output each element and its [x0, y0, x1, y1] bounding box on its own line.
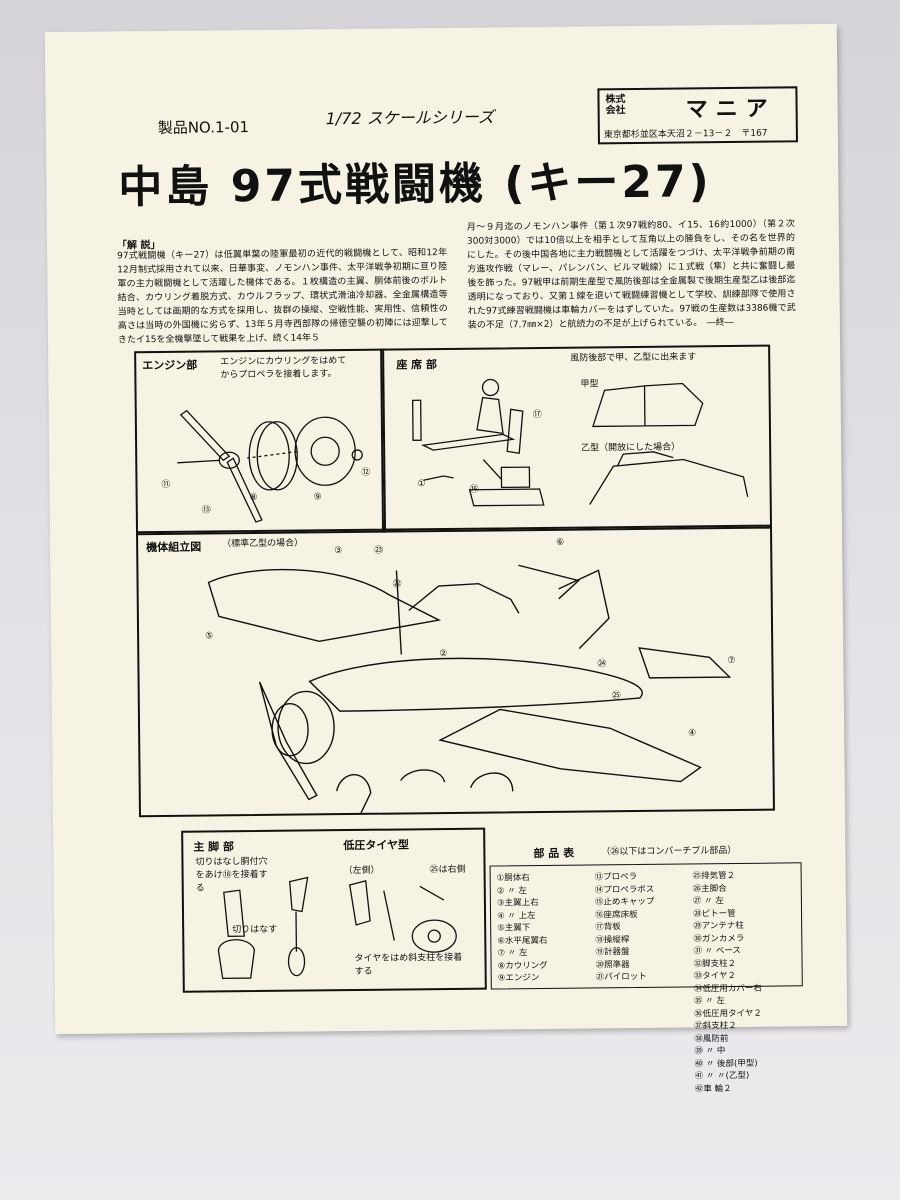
- callout-6: ⑥: [556, 537, 565, 548]
- engine-section: エンジン部 エンジンにカウリングをはめてからプロペラを接着します。 ⑪ ⑬ ⑧ …: [134, 348, 387, 536]
- parts-grid: ①胴体右 ⑬プロペラ ㉕排気管２ ② 〃 左 ⑭プロペラボス ㉖主脚合 ③主翼上右 ⑮止めキャ…: [497, 868, 793, 1096]
- parts-list-item: [596, 1007, 694, 1021]
- parts-list-item: [498, 1045, 596, 1059]
- seat-section: 座 席 部 風防後部で甲、乙型に出来ます 甲型 乙型（開放にした場合） ⑰ ⑯: [380, 344, 773, 533]
- series-label: 1/72 スケールシリーズ: [325, 107, 495, 129]
- parts-list-item: ①胴体右: [496, 873, 530, 884]
- callout-17: ⑰: [532, 409, 542, 421]
- maker-address: 東京都杉並区本天沼２－13－２ 〒167: [603, 128, 768, 141]
- parts-list-item: ㊱低圧用タイヤ２: [694, 1008, 762, 1019]
- aircraft-drawing: [207, 564, 732, 814]
- parts-list-item: ⑮止めキャップ: [594, 896, 655, 908]
- callout-16: ⑯: [469, 484, 479, 495]
- seat-drawing: [411, 378, 749, 507]
- parts-list-item: [596, 994, 694, 1008]
- parts-list-title: 部 品 表: [533, 846, 575, 861]
- page-title: 中島 97式戦闘機 (キー27): [118, 156, 712, 214]
- callout-5: ⑤: [205, 631, 214, 642]
- parts-list-item: ⑯座席床板: [594, 909, 638, 920]
- description-right: 月～９月迄のノモンハン事件（第１次97戦約80、イ15、16約1000）（第２次…: [466, 219, 796, 331]
- parts-list-item: ⑲計器盤: [595, 947, 630, 958]
- parts-list-item: ⑬プロペラ: [594, 872, 638, 883]
- parts-list-item: ㊴ 〃 中: [694, 1046, 726, 1057]
- callout-1: ①: [417, 479, 426, 490]
- parts-list-item: [499, 1058, 597, 1072]
- description-left: 97式戦闘機（キー27）は低翼単葉の陸軍最初の近代的戦闘機として、昭和12年12…: [117, 247, 448, 346]
- parts-list-item: ㉜脚支柱２: [693, 958, 737, 969]
- parts-list-item: [596, 1032, 694, 1046]
- callout-2: ②: [439, 648, 448, 660]
- parts-list-note: （㉖以下はコンバーチブル部品）: [601, 845, 737, 858]
- callout-24: ㉔: [597, 659, 607, 670]
- callout-11: ⑪: [161, 479, 171, 490]
- parts-list-item: [596, 982, 694, 996]
- parts-list-item: [498, 1033, 596, 1047]
- parts-list-item: ㉙アンテナ柱: [693, 920, 744, 932]
- instruction-sheet: 製品NO.1-01 1/72 スケールシリーズ 株式会社 マニア 東京都杉並区本…: [44, 23, 848, 1094]
- parts-list-item: ② 〃 左: [496, 885, 527, 896]
- parts-list-item: ⑥水平尾翼右: [497, 935, 548, 946]
- parts-list-item: ㉟ 〃 左: [693, 996, 725, 1007]
- callout-4: ④: [688, 728, 697, 739]
- parts-list-item: [498, 1008, 596, 1022]
- parts-list-item: ⑭プロペラボス: [594, 884, 655, 895]
- parts-list-item: ㉛ 〃 ベース: [693, 945, 741, 957]
- callout-3: ③: [334, 546, 343, 557]
- parts-list-item: ④ 〃 上左: [497, 910, 536, 921]
- maker-corp: 株式会社: [605, 94, 626, 117]
- parts-list-item: ㉚ガンカメラ: [693, 933, 745, 944]
- gear-drawing: [217, 876, 457, 980]
- parts-list-item: [499, 1083, 597, 1097]
- parts-list-item: ⑦ 〃 左: [497, 948, 528, 959]
- parts-list-item: ㊲斜支柱２: [694, 1020, 737, 1032]
- parts-list-item: ⑨エンジン: [497, 973, 540, 984]
- parts-list-item: ㉖主脚合: [692, 883, 727, 894]
- callout-23: ㉓: [374, 545, 384, 556]
- parts-list-item: ㉗ 〃 左: [692, 896, 724, 907]
- assembly-section: 機体組立図 （標準乙型の場合） ③ ㉓ ㉒ ⑥ ⑤: [136, 524, 775, 818]
- parts-list: ①胴体右 ⑬プロペラ ㉕排気管２ ② 〃 左 ⑭プロペラボス ㉖主脚合 ③主翼上右 ⑮止めキャ…: [489, 862, 803, 1094]
- parts-list-item: ⑧カウリング: [497, 960, 548, 971]
- parts-list-item: ⑰背板: [595, 922, 621, 933]
- parts-list-item: [499, 1070, 597, 1084]
- callout-8: ⑧: [249, 492, 258, 504]
- parts-list-item: [498, 1020, 596, 1034]
- parts-list-item: ③主翼上右: [496, 898, 539, 909]
- parts-list-item: ㊶ 〃 〃(乙型): [694, 1070, 750, 1082]
- maker-box: 株式会社 マニア 東京都杉並区本天沼２－13－２ 〒167: [597, 86, 798, 145]
- parts-list-item: ㉝タイヤ２: [693, 970, 736, 982]
- parts-list-item: [596, 1044, 694, 1058]
- parts-list-item: [597, 1069, 695, 1083]
- parts-list-item: ㉕排気管２: [692, 870, 736, 882]
- callout-13: ⑬: [201, 505, 211, 516]
- parts-list-item: [597, 1057, 695, 1071]
- product-number: 製品NO.1-01: [157, 118, 250, 137]
- parts-list-item: [597, 1082, 695, 1096]
- callout-9: ⑨: [313, 492, 322, 503]
- maker-name: マニア: [685, 96, 776, 123]
- parts-list-item: ㊵ 〃 後部(甲型): [694, 1058, 758, 1069]
- parts-list-item: ㊳風防前: [694, 1033, 729, 1044]
- callout-22: ㉒: [392, 579, 402, 590]
- callout-7: ⑦: [727, 655, 736, 667]
- callout-12: ⑫: [361, 467, 371, 478]
- parts-list-item: ⑤主翼下: [497, 923, 531, 934]
- parts-list-item: ⑱操縦桿: [595, 934, 630, 945]
- parts-list-item: ㉘ピトー管: [692, 908, 736, 919]
- parts-list-item: ⑳照準器: [595, 959, 630, 970]
- parts-list-item: [498, 983, 596, 997]
- parts-list-item: [596, 1019, 694, 1033]
- parts-list-item: [498, 995, 596, 1009]
- callout-25: ㉕: [611, 691, 621, 702]
- parts-list-item: ㉑パイロット: [595, 971, 647, 983]
- engine-drawing: [177, 409, 363, 523]
- gear-section: 主 脚 部 低圧タイヤ型 切りはなし胴付穴をあけ⑱を接着する 切りはなす （左側…: [181, 827, 487, 993]
- parts-list-item: ㉞低圧用カバー右: [693, 983, 762, 994]
- parts-list-item: ㊷車 輪２: [694, 1083, 732, 1094]
